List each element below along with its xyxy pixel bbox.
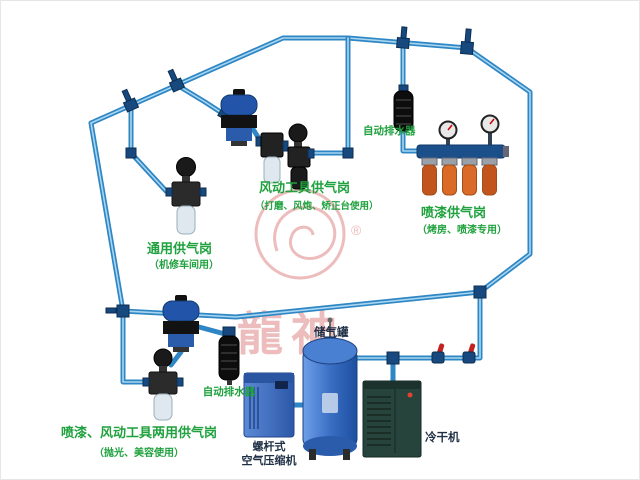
screw-compressor [243,372,295,438]
label-paint-station: 喷漆供气岗 [421,205,486,220]
pressure-gauge-icon [176,157,196,177]
elbow-fitting [342,147,354,159]
dragon-icon [273,205,337,260]
corner-valve-icon [105,304,130,318]
manifold [416,144,506,159]
label-pneumatic-station: 风动工具供气岗 [259,180,350,195]
label-dual-station: 喷漆、风动工具两用供气岗 [61,425,217,440]
tee-fitting [386,351,400,365]
drop-pipe-paint-station [400,40,424,154]
paint-filter-battery [416,114,509,196]
elbow-fitting [125,147,137,159]
label-auto-drain-top: 自动排水器 [363,124,416,137]
registered-mark: ® [351,222,362,238]
auto-drain-filter-top [393,84,414,132]
pressure-gauge-icon [288,123,308,143]
label-air-tank: 储气罐 [314,325,349,339]
label-dryer: 冷干机 [425,430,460,444]
lubricator-pump-top [220,89,258,146]
filter-bowl [176,205,196,235]
ring-valve-icon [459,28,475,56]
label-compressor-line1: 螺杆式 [253,439,286,453]
indicator-light [407,392,413,398]
lubricator-pump-bottom [162,295,200,352]
label-pneumatic-subtitle: （打磨、风炮、矫正台使用） [255,200,379,212]
filter-regulator-dual [142,348,184,421]
refrigerated-dryer [362,380,422,458]
filter-bowl [153,393,173,421]
oiler-bowl [290,166,308,190]
filter-cartridge [482,164,497,196]
label-paint-subtitle: （烤房、喷漆专用） [417,223,507,236]
label-compressor-line2: 空气压缩机 [242,453,297,467]
control-panel [275,381,288,389]
filter-regulator-general [165,157,207,235]
drop-pipe-dual-station [120,308,228,385]
tank-nameplate [322,393,338,413]
tee-valve-icon [167,68,186,93]
label-general-subtitle: （机修车间用） [149,258,219,271]
pressure-gauge-icon [153,348,173,368]
label-auto-drain-bottom: 自动排水器 [203,385,256,398]
ball-valve-red [431,343,445,364]
filter-cartridge [462,164,477,196]
tee-valve-icon [396,26,410,50]
filter-cartridge [442,164,457,196]
filter-regulator-pair [260,123,315,190]
filter-cartridge [422,164,437,196]
ball-valve-red [462,343,476,364]
label-general-station: 通用供气岗 [147,241,212,256]
label-dual-subtitle: （抛光、美容使用） [94,446,184,459]
auto-drain-filter-bottom [218,326,240,385]
air-tank [302,317,358,460]
filter-bowl [263,156,281,184]
tee-valve-icon [121,88,140,113]
tee-fitting [473,285,487,299]
dragon-emblem-circle [254,188,346,280]
